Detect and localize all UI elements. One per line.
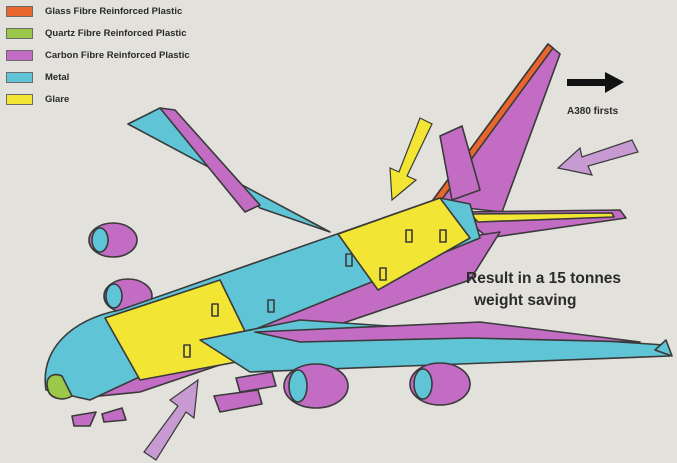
legend-swatch [6,27,33,39]
weight-saving-note: Result in a 15 tonnes weight saving [466,268,621,312]
legend-swatch [6,71,33,83]
legend-label: Metal [45,71,70,83]
winglet [654,339,673,357]
weight-saving-line-1: Result in a 15 tonnes [466,270,622,287]
near-wing-root [254,321,641,343]
arrow-purple-tail [556,139,639,176]
legend-label: Carbon Fibre Reinforced Plastic [45,49,190,61]
landing-gear-door-1 [213,389,263,413]
arrow-yellow [389,117,433,202]
arrow-purple-belly [143,378,199,461]
nose-radome [46,373,73,400]
legend-swatch [6,49,33,61]
legend-label: Quartz Fibre Reinforced Plastic [45,27,187,39]
legend-item-glass-fibre: Glass Fibre Reinforced Plastic [6,0,190,22]
far-wing-trailing-edge [159,107,261,213]
legend-label: Glass Fibre Reinforced Plastic [45,5,183,17]
legend-swatch [6,93,33,105]
landing-gear-door-2 [235,371,277,393]
weight-saving-line-2: weight saving [474,292,577,309]
legend-item-glare: Glare [6,88,190,110]
detached-panel-1 [71,411,97,427]
windows [183,229,447,358]
arrow-a380-firsts [567,72,624,93]
far-engine-outer [88,222,138,258]
glare-section-rear [337,197,471,291]
legend: Glass Fibre Reinforced Plastic Quartz Fi… [6,0,190,110]
detached-panel-2 [101,407,127,423]
tail-fin-upper [439,125,481,201]
legend-item-carbon-fibre: Carbon Fibre Reinforced Plastic [6,44,190,66]
legend-item-metal: Metal [6,66,190,88]
near-engine-outer [409,362,471,406]
near-engine-inner [283,363,349,409]
a380-firsts-label: A380 firsts [567,106,619,117]
legend-label: Glare [45,93,70,105]
legend-item-quartz-fibre: Quartz Fibre Reinforced Plastic [6,22,190,44]
legend-swatch [6,5,33,17]
